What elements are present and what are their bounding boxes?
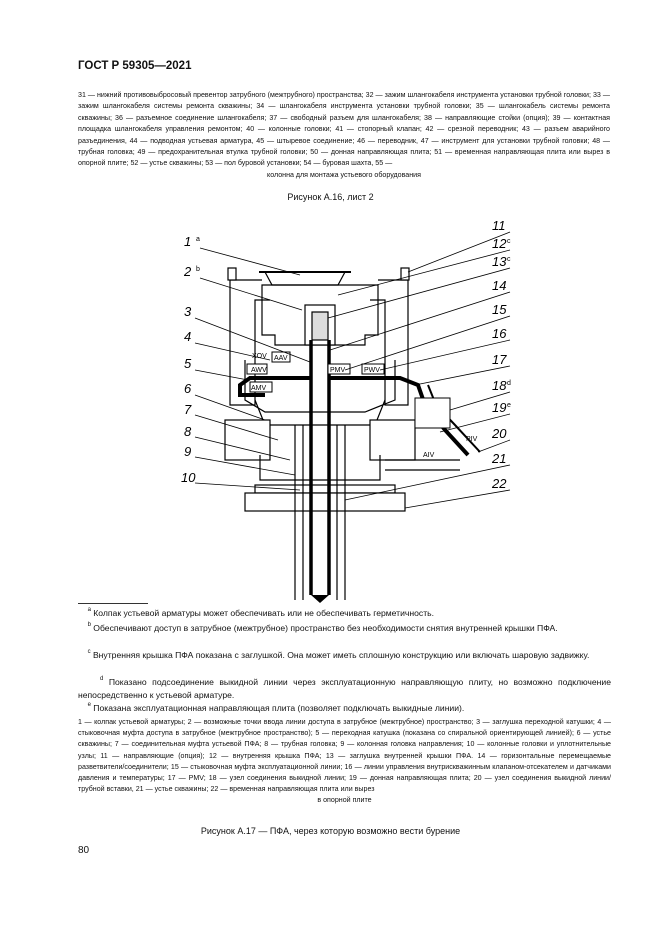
- callout-22: 22: [491, 476, 507, 491]
- label-aav: AAV: [274, 355, 288, 362]
- footnote-a: a Колпак устьевой арматуры может обеспеч…: [87, 607, 434, 618]
- legend-top-text: 31 — нижний противовыбросовый превентор …: [78, 91, 610, 168]
- flowline-connector: [414, 397, 451, 429]
- callout-9: 9: [184, 444, 191, 459]
- wellhead-block-right: [369, 419, 416, 461]
- label-piv: PIV: [466, 436, 478, 443]
- label-pwv: PWV: [364, 367, 380, 374]
- temporary-guide-base: [244, 492, 406, 512]
- valve-aav: [271, 351, 291, 363]
- guide-post-left: [229, 280, 270, 406]
- callout-1: 1: [184, 234, 191, 249]
- valve-amv: [249, 381, 273, 393]
- callout-11: 11: [492, 218, 506, 233]
- annulus-line: [238, 376, 311, 397]
- callout-16: 16: [492, 326, 507, 341]
- callout-7: 7: [184, 402, 192, 417]
- wellhead-cap: [263, 271, 347, 286]
- base-plate: [254, 484, 396, 494]
- callout-12-sup: c: [507, 238, 511, 245]
- callout-6: 6: [184, 381, 192, 396]
- page-number: 80: [78, 845, 90, 856]
- footnote-d: d Показано подсоединение выкидной линии …: [78, 676, 611, 700]
- callout-3: 3: [184, 304, 192, 319]
- label-xov: XOV: [252, 353, 267, 360]
- callout-17: 17: [492, 352, 507, 367]
- legend-bottom: 1 — колпак устьевой арматуры; 2 — возмож…: [78, 717, 611, 807]
- figure-a17-diagram: AWV AMV XOV AAV PMV PWV PIV AIV 1: [181, 218, 511, 603]
- label-pmv: PMV: [330, 367, 346, 374]
- callout-20: 20: [491, 426, 507, 441]
- callout-2: 2: [183, 264, 192, 279]
- callout-18-sup: d: [507, 380, 511, 387]
- legend-top: 31 — нижний противовыбросовый превентор …: [78, 90, 610, 181]
- callout-1-sup: a: [196, 236, 200, 243]
- figure-caption-top: Рисунок А.16, лист 2: [287, 192, 374, 202]
- label-awv: AWV: [251, 367, 267, 374]
- callout-15: 15: [492, 302, 507, 317]
- legend-bottom-last: в опорной плите: [317, 796, 372, 805]
- callout-2-sup: b: [196, 266, 200, 273]
- valve-awv: [246, 363, 268, 375]
- callout-4: 4: [184, 329, 191, 344]
- standard-header: ГОСТ Р 59305—2021: [78, 60, 192, 72]
- callout-19-sup: e: [507, 402, 511, 409]
- production-line: [329, 376, 470, 457]
- figure-caption-bottom: Рисунок А.17 — ПФА, через которую возмож…: [200, 826, 461, 836]
- callout-5: 5: [184, 356, 192, 371]
- legend-bottom-text: 1 — колпак устьевой арматуры; 2 — возмож…: [78, 718, 611, 794]
- callout-21: 21: [491, 451, 506, 466]
- label-aiv: AIV: [423, 452, 435, 459]
- footnote-separator: [78, 603, 148, 604]
- callout-14: 14: [492, 278, 506, 293]
- callout-12: 12: [492, 236, 507, 251]
- callout-18: 18: [492, 378, 507, 393]
- footnote-b: b Обеспечивают доступ в затрубное (межтр…: [87, 622, 558, 633]
- label-amv: AMV: [251, 385, 267, 392]
- callout-10: 10: [181, 470, 196, 485]
- tree-cap-body: [261, 284, 379, 346]
- footnote-e: e Показана эксплуатационная направляющая…: [87, 702, 465, 713]
- guide-post-right: [370, 280, 409, 406]
- callout-8: 8: [184, 424, 192, 439]
- callout-13: 13: [492, 254, 507, 269]
- legend-top-last: колонна для монтажа устьевого оборудован…: [267, 170, 421, 179]
- footnote-c: c Внутренняя крышка ПФА показана с заглу…: [87, 649, 590, 660]
- callout-13-sup: c: [507, 256, 511, 263]
- valve-pmv: [327, 363, 351, 375]
- callout-19: 19: [492, 400, 506, 415]
